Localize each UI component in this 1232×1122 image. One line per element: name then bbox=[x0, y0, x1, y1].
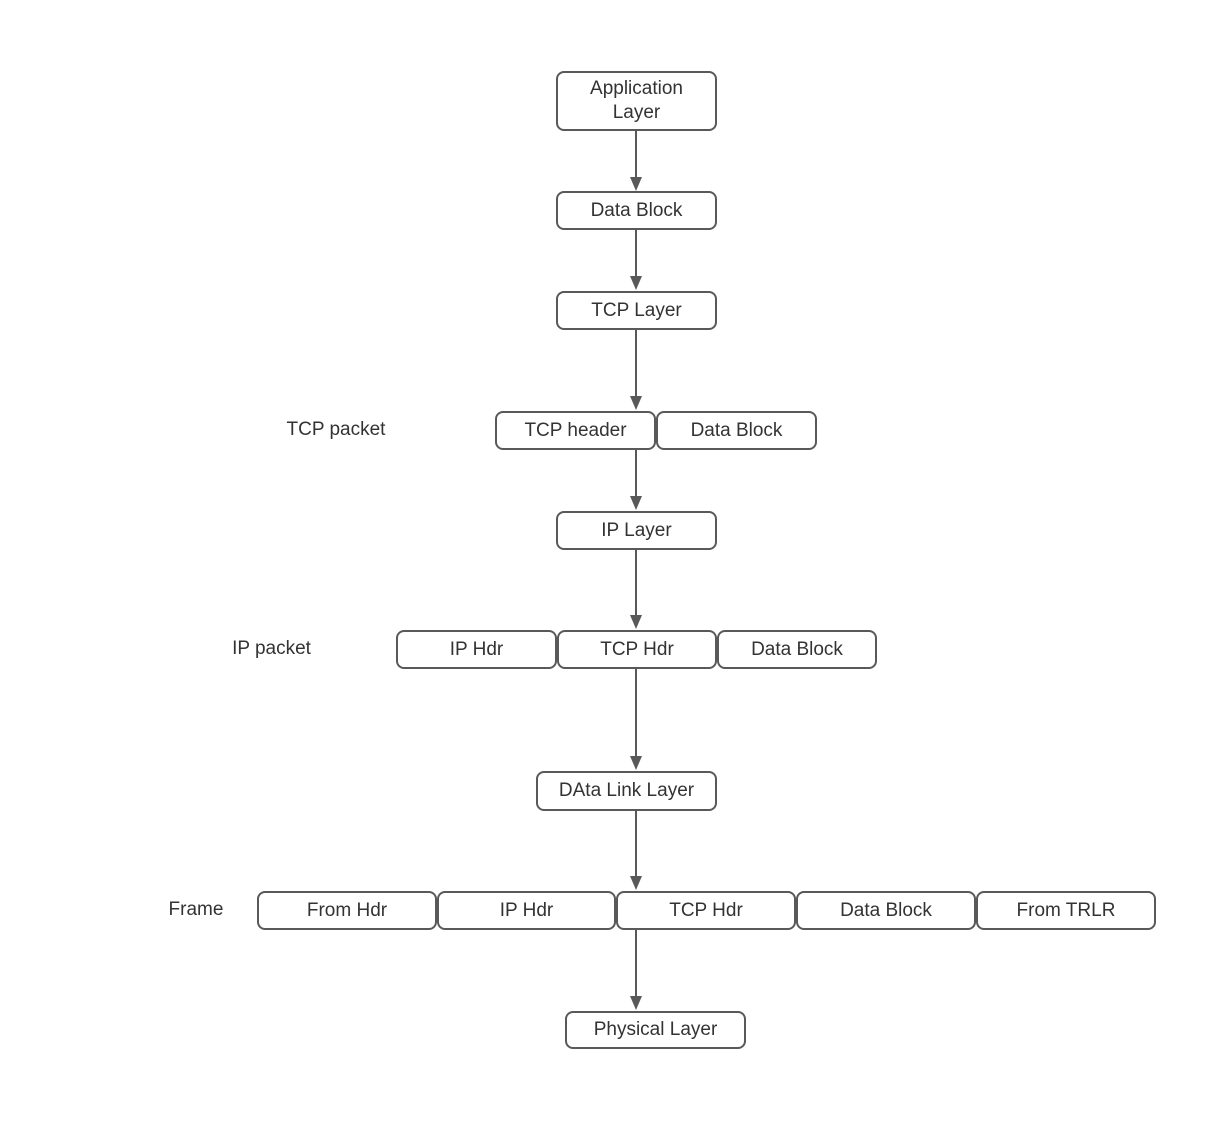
node-application-layer: Application Layer bbox=[556, 71, 717, 131]
node-tcp-layer: TCP Layer bbox=[556, 291, 717, 330]
node-data-link-layer: DAta Link Layer bbox=[536, 771, 717, 811]
node-ip-tcp-hdr: TCP Hdr bbox=[557, 630, 717, 669]
arrow-tcppacket-to-iplayer bbox=[630, 450, 642, 510]
node-ip-hdr: IP Hdr bbox=[396, 630, 557, 669]
node-ip-data-block: Data Block bbox=[717, 630, 877, 669]
node-frame-from-hdr: From Hdr bbox=[257, 891, 437, 930]
label-ip-packet: IP packet bbox=[232, 638, 311, 659]
node-frame-ip-hdr: IP Hdr bbox=[437, 891, 616, 930]
arrow-ippacket-to-datalink bbox=[630, 669, 642, 770]
node-frame-tcp-hdr: TCP Hdr bbox=[616, 891, 796, 930]
node-tcp-data-block: Data Block bbox=[656, 411, 817, 450]
node-data-block-top: Data Block bbox=[556, 191, 717, 230]
node-physical-layer: Physical Layer bbox=[565, 1011, 746, 1049]
arrow-application-to-datablock bbox=[630, 131, 642, 191]
node-tcp-header: TCP header bbox=[495, 411, 656, 450]
arrow-datablock-to-tcplayer bbox=[630, 230, 642, 290]
label-frame: Frame bbox=[168, 899, 224, 920]
arrow-tcplayer-to-tcppacket bbox=[630, 330, 642, 410]
node-ip-layer: IP Layer bbox=[556, 511, 717, 550]
arrow-datalink-to-frame bbox=[630, 811, 642, 890]
label-tcp-packet: TCP packet bbox=[286, 419, 386, 440]
arrow-frame-to-physical bbox=[630, 930, 642, 1010]
arrow-iplayer-to-ippacket bbox=[630, 550, 642, 629]
node-frame-data-block: Data Block bbox=[796, 891, 976, 930]
node-frame-from-trlr: From TRLR bbox=[976, 891, 1156, 930]
